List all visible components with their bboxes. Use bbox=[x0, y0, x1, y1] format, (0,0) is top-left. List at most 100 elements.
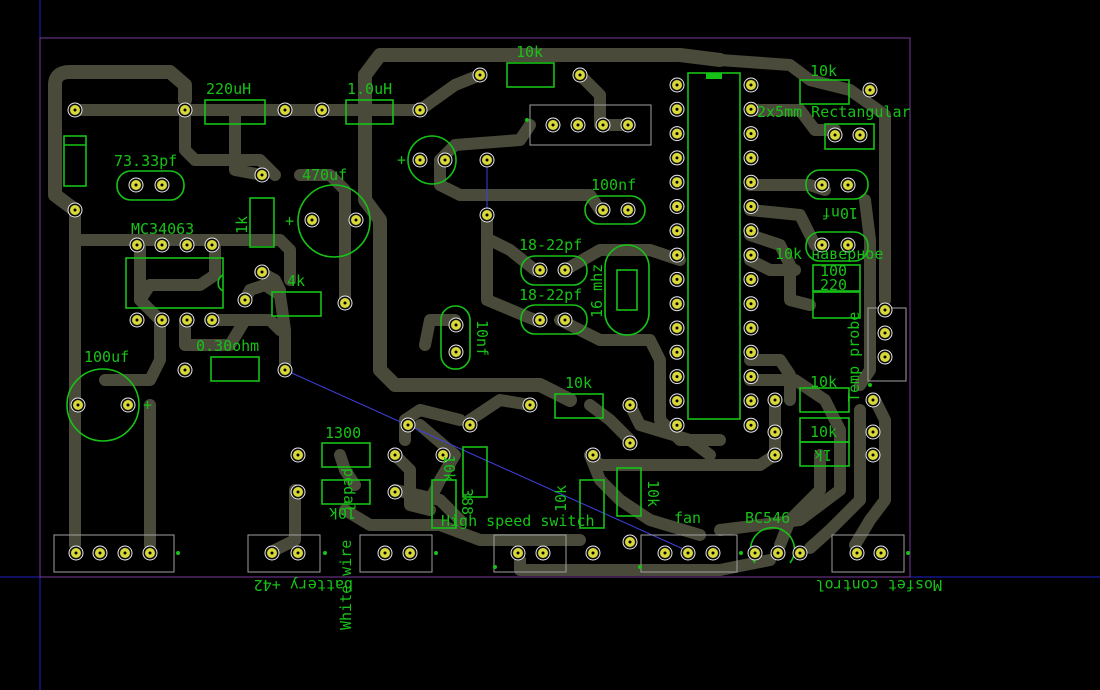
pad-hole bbox=[563, 268, 567, 272]
pin1-marker bbox=[868, 383, 872, 387]
label-high-speed-switch: High speed switch bbox=[441, 512, 595, 530]
header-high-speed bbox=[493, 534, 567, 573]
pad-hole bbox=[418, 108, 422, 112]
pad-hole bbox=[749, 83, 753, 87]
pad bbox=[129, 312, 145, 328]
label-mosfet-control: Mosfet control bbox=[816, 576, 942, 594]
pad-hole bbox=[591, 453, 595, 457]
pad bbox=[743, 77, 759, 93]
label-10k-v: 10k bbox=[440, 455, 458, 482]
pad bbox=[120, 397, 136, 413]
pad-hole bbox=[626, 208, 630, 212]
label-10k-v2: 10k bbox=[552, 485, 570, 512]
pad-hole bbox=[485, 158, 489, 162]
pad bbox=[620, 202, 636, 218]
pad-hole bbox=[776, 551, 780, 555]
pad-hole bbox=[749, 302, 753, 306]
pad bbox=[557, 312, 573, 328]
pad-hole bbox=[749, 132, 753, 136]
pad bbox=[743, 126, 759, 142]
pad-hole bbox=[270, 551, 274, 555]
pad-hole bbox=[243, 298, 247, 302]
pad-hole bbox=[749, 107, 753, 111]
pad bbox=[873, 545, 889, 561]
pad-hole bbox=[210, 318, 214, 322]
pad bbox=[522, 397, 538, 413]
pad bbox=[743, 199, 759, 214]
pad bbox=[743, 247, 759, 263]
header-mosfet bbox=[831, 534, 905, 573]
pad bbox=[669, 393, 685, 409]
pad-hole bbox=[686, 551, 690, 555]
silkscreen-labels: 10k 220uH 1.0uH 10k 2x5mm Rectangular 73… bbox=[84, 43, 942, 630]
pad bbox=[277, 102, 293, 118]
pad bbox=[70, 397, 86, 413]
pad bbox=[767, 447, 783, 463]
pad-hole bbox=[675, 375, 679, 379]
pad bbox=[67, 202, 83, 218]
cap-10nf-top-outline bbox=[805, 169, 869, 200]
pad-hole bbox=[675, 423, 679, 427]
pad bbox=[743, 150, 759, 166]
r-388-outline bbox=[431, 479, 457, 529]
pad bbox=[743, 223, 759, 239]
pad bbox=[462, 417, 478, 433]
pad bbox=[437, 152, 453, 168]
pad-hole bbox=[628, 403, 632, 407]
pad bbox=[669, 247, 685, 263]
pad bbox=[68, 545, 84, 561]
label-100nf: 100nf bbox=[591, 176, 636, 194]
pad bbox=[557, 262, 573, 278]
pad-hole bbox=[749, 326, 753, 330]
pad bbox=[254, 167, 270, 183]
pad bbox=[387, 447, 403, 463]
pad bbox=[669, 417, 685, 433]
pad bbox=[535, 545, 551, 561]
r-1k-outline bbox=[249, 197, 275, 248]
pad bbox=[622, 534, 638, 550]
pad-hole bbox=[126, 403, 130, 407]
l-220uh-outline bbox=[204, 99, 266, 125]
label-10k-r1: 10k bbox=[810, 373, 837, 391]
pad-hole bbox=[675, 302, 679, 306]
pad-hole bbox=[628, 441, 632, 445]
pad-hole bbox=[883, 331, 887, 335]
pad-hole bbox=[675, 277, 679, 281]
pad bbox=[622, 435, 638, 451]
cap-1822b-outline bbox=[520, 304, 588, 335]
pad-hole bbox=[148, 551, 152, 555]
chip-mc34063-notch bbox=[217, 274, 224, 292]
label-2x5mm-rectangular: 2x5mm Rectangular bbox=[757, 103, 911, 121]
pad bbox=[290, 447, 306, 463]
pad bbox=[337, 295, 353, 311]
pad-hole bbox=[798, 551, 802, 555]
pad-hole bbox=[185, 243, 189, 247]
pad bbox=[595, 117, 611, 133]
pad bbox=[767, 424, 783, 440]
pad-hole bbox=[773, 398, 777, 402]
header-white-wire bbox=[359, 534, 433, 573]
label-10uh: 1.0uH bbox=[347, 80, 392, 98]
pad bbox=[387, 484, 403, 500]
pad-hole bbox=[879, 551, 883, 555]
pad bbox=[92, 545, 108, 561]
cap-top-outline bbox=[407, 135, 457, 185]
pad-hole bbox=[538, 268, 542, 272]
pad-hole bbox=[749, 350, 753, 354]
pad-hole bbox=[753, 551, 757, 555]
pad bbox=[572, 67, 588, 83]
pad-hole bbox=[663, 551, 667, 555]
pad-hole bbox=[296, 490, 300, 494]
pad-hole bbox=[675, 399, 679, 403]
cap-10k-nav-outline bbox=[805, 231, 869, 262]
r-4k-outline bbox=[271, 291, 322, 317]
pad-hole bbox=[675, 229, 679, 233]
pad bbox=[177, 102, 193, 118]
jumper-2x5-outline bbox=[824, 123, 875, 150]
pad bbox=[657, 545, 673, 561]
pad bbox=[179, 237, 195, 253]
pad bbox=[669, 150, 685, 166]
label-white-wire: White wire bbox=[337, 540, 355, 630]
pad bbox=[669, 296, 685, 312]
pad bbox=[669, 223, 685, 239]
